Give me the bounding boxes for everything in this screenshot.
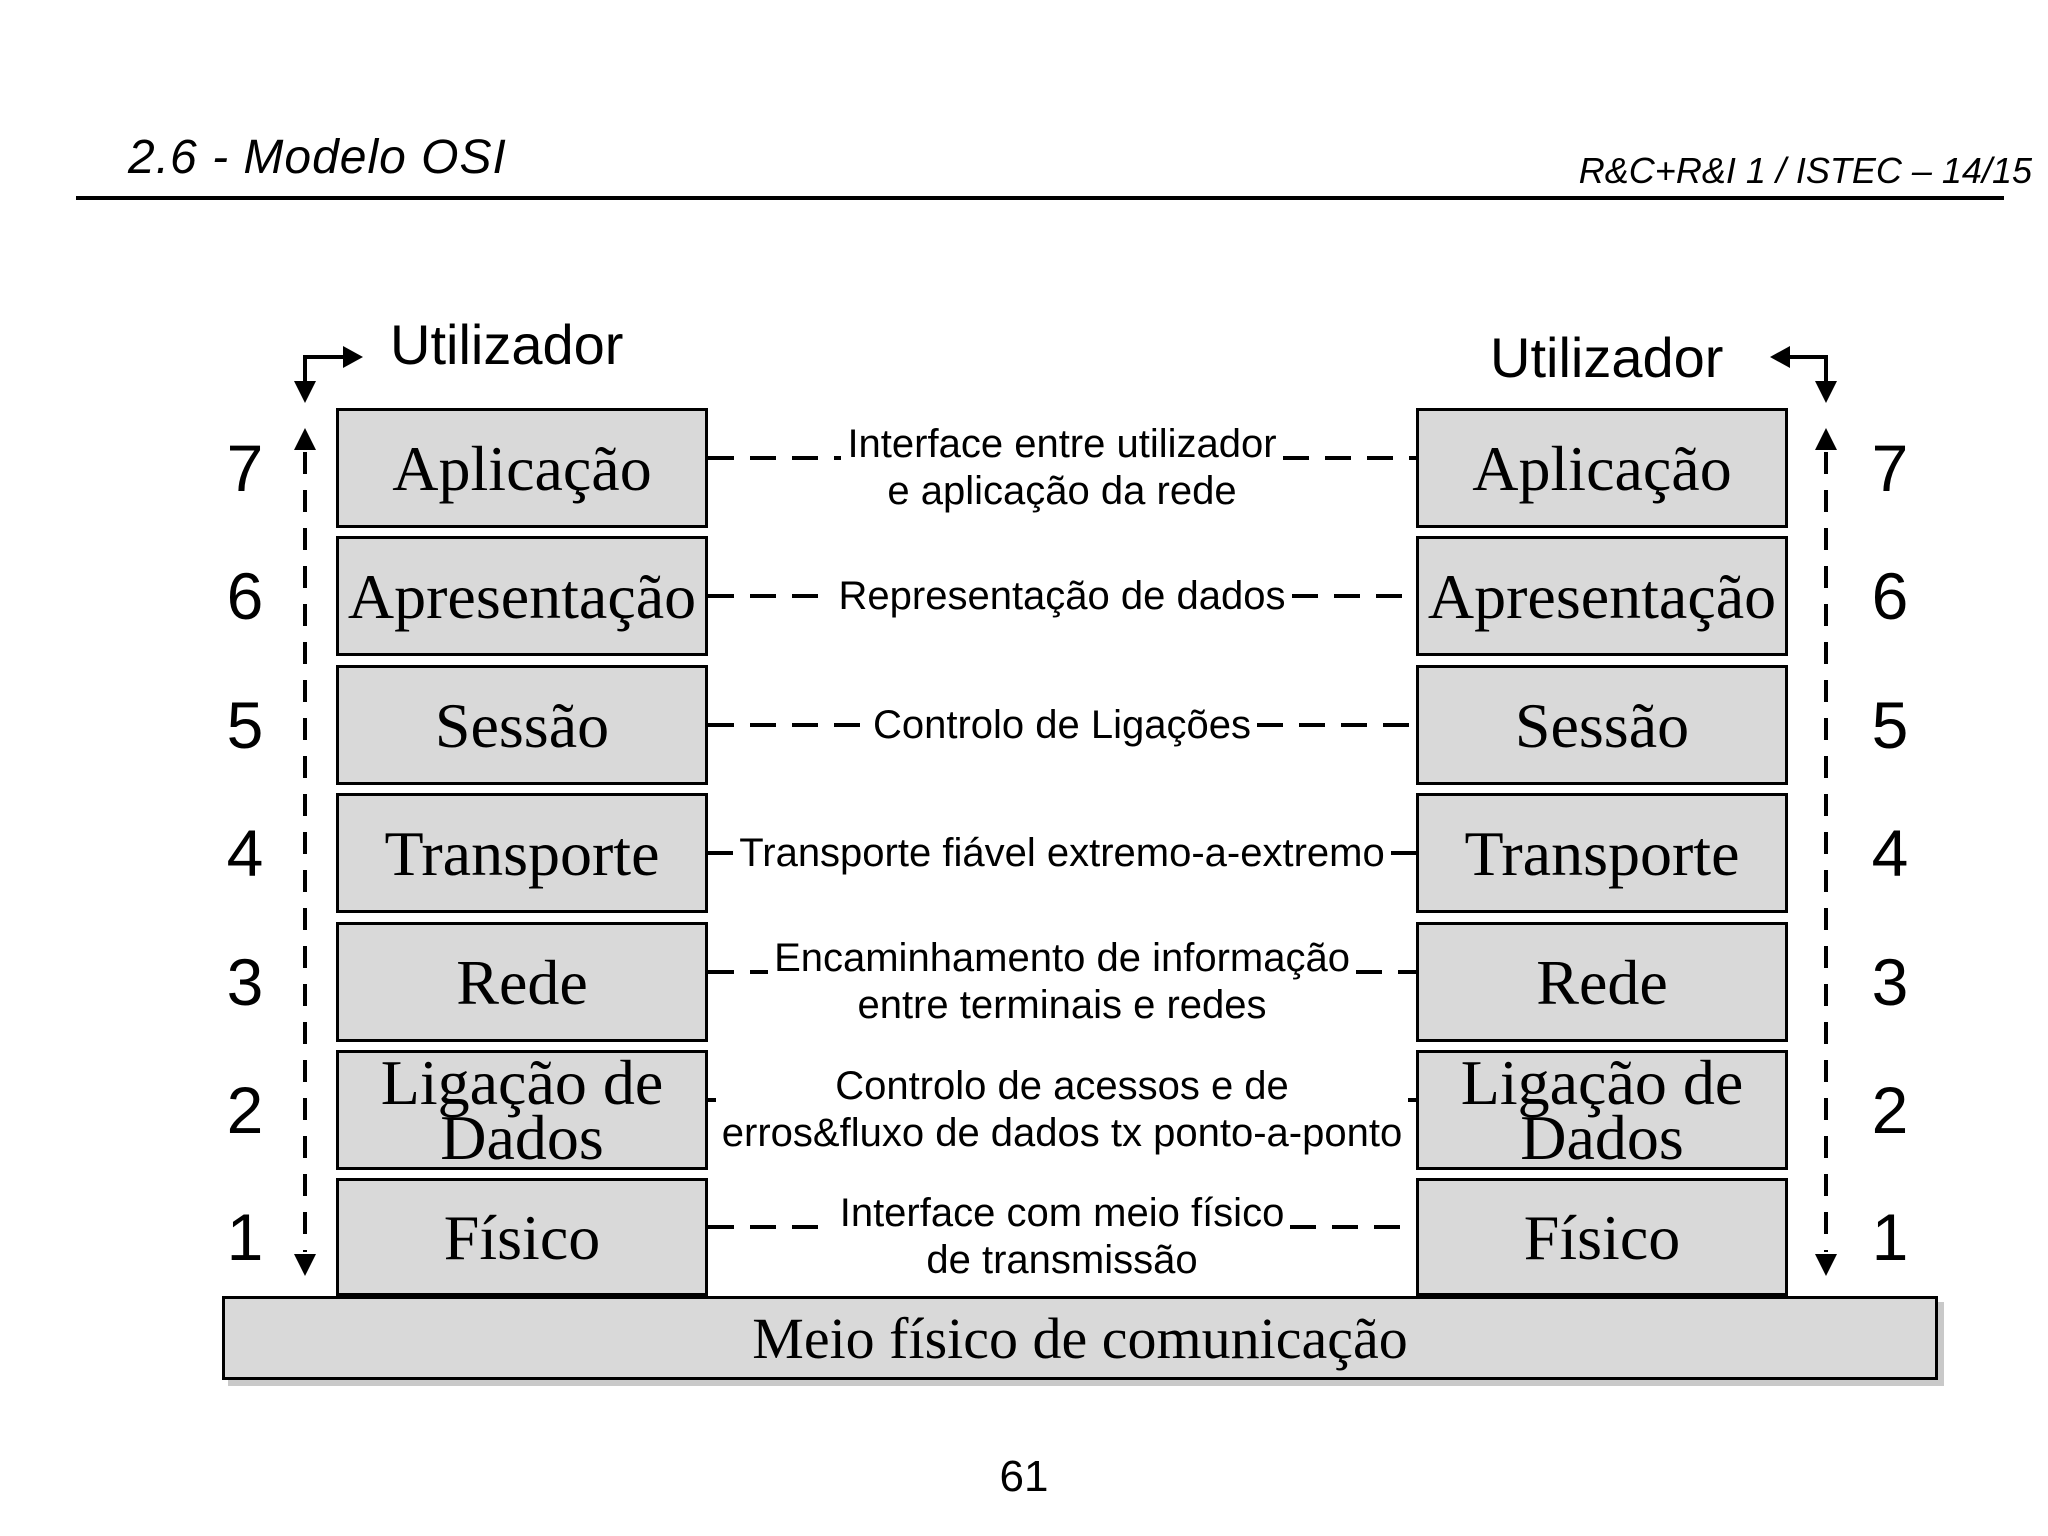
layer-3-number-right: 3 — [1871, 945, 1909, 1019]
right-elbow-stem — [1824, 355, 1828, 381]
layer-4-box-right: Transporte — [1416, 793, 1788, 913]
layer-4-description: Transporte fiável extremo-a-extremo — [739, 830, 1385, 875]
dashed-connector — [708, 1225, 834, 1229]
layer-1-box-left: Físico — [336, 1178, 708, 1296]
left-elbow-stem — [303, 355, 307, 381]
right-span-dashed-line — [1824, 452, 1828, 1252]
layer-6-number-right: 6 — [1871, 559, 1909, 633]
layer-5-number-right: 5 — [1871, 688, 1909, 762]
right-span-arrowhead-up — [1815, 428, 1837, 450]
right-elbow-arrowhead-left — [1770, 346, 1790, 368]
user-label-left: Utilizador — [390, 313, 624, 376]
dashed-connector — [708, 723, 867, 727]
layer-6-number-left: 6 — [226, 559, 264, 633]
layer-7-number-right: 7 — [1871, 431, 1909, 505]
layer-7-box-left: Aplicação — [336, 408, 708, 528]
dashed-connector — [708, 594, 833, 598]
layer-3-description: Encaminhamento de informação entre termi… — [774, 936, 1350, 1027]
left-span-arrowhead-up — [294, 428, 316, 450]
left-elbow-arrowhead-right — [343, 346, 363, 368]
layer-7-number-left: 7 — [226, 431, 264, 505]
layer-6-box-left: Apresentação — [336, 536, 708, 656]
layer-3-number-left: 3 — [226, 945, 264, 1019]
slide-title: 2.6 - Modelo OSI — [128, 131, 507, 184]
dashed-connector — [1290, 1225, 1417, 1229]
layer-5-box-left: Sessão — [336, 665, 708, 785]
layer-1-number-left: 1 — [226, 1200, 264, 1274]
left-span-arrowhead-down — [294, 1254, 316, 1276]
header-divider — [76, 196, 2004, 200]
layer-1-box-right: Físico — [1416, 1178, 1788, 1296]
dashed-connector — [1390, 851, 1417, 855]
right-span-arrowhead-down — [1815, 1254, 1837, 1276]
left-elbow-arrowhead-down — [294, 381, 316, 403]
layer-2-annotation: Controlo de acessos e de erros&fluxo de … — [708, 1050, 1416, 1170]
dashed-connector — [1282, 456, 1416, 460]
layer-7-annotation: Interface entre utilizador e aplicação d… — [708, 408, 1416, 528]
left-span-dashed-line — [303, 452, 307, 1252]
layer-2-box-left: Ligação de Dados — [336, 1050, 708, 1170]
dashed-connector — [708, 851, 734, 855]
dashed-connector — [708, 1098, 716, 1102]
left-elbow-arrow — [305, 355, 343, 359]
layer-7-description: Interface entre utilizador e aplicação d… — [847, 422, 1277, 513]
layer-5-box-right: Sessão — [1416, 665, 1788, 785]
layer-4-number-right: 4 — [1871, 816, 1909, 890]
layer-3-box-right: Rede — [1416, 922, 1788, 1042]
layer-5-description: Controlo de Ligações — [872, 702, 1252, 747]
layer-6-description: Representação de dados — [838, 573, 1286, 618]
layer-1-annotation: Interface com meio físico de transmissão — [708, 1178, 1417, 1296]
layer-4-box-left: Transporte — [336, 793, 708, 913]
layer-2-number-left: 2 — [226, 1073, 264, 1147]
page-number: 61 — [999, 1452, 1049, 1501]
layer-4-number-left: 4 — [226, 816, 264, 890]
dashed-connector — [708, 970, 769, 974]
layer-1-description: Interface com meio físico de transmissão — [839, 1191, 1285, 1282]
right-elbow-arrow — [1790, 355, 1828, 359]
layer-1-number-right: 1 — [1871, 1200, 1909, 1274]
layer-3-annotation: Encaminhamento de informação entre termi… — [708, 922, 1417, 1042]
layer-2-number-right: 2 — [1871, 1073, 1909, 1147]
right-elbow-arrowhead-down — [1815, 381, 1837, 403]
physical-medium-bar: Meio físico de comunicação — [222, 1296, 1938, 1380]
layer-5-annotation: Controlo de Ligações — [708, 665, 1416, 785]
course-reference: R&C+R&I 1 / ISTEC – 14/15 — [1578, 150, 2032, 191]
layer-7-box-right: Aplicação — [1416, 408, 1788, 528]
dashed-connector — [708, 456, 842, 460]
layer-4-annotation: Transporte fiável extremo-a-extremo — [708, 793, 1417, 913]
dashed-connector — [1291, 594, 1416, 598]
layer-2-box-right: Ligação de Dados — [1416, 1050, 1788, 1170]
dashed-connector — [1355, 970, 1417, 974]
user-label-right: Utilizador — [1490, 326, 1724, 389]
layer-5-number-left: 5 — [226, 688, 264, 762]
dashed-connector — [1257, 723, 1416, 727]
dashed-connector — [1408, 1098, 1416, 1102]
layer-6-box-right: Apresentação — [1416, 536, 1788, 656]
layer-6-annotation: Representação de dados — [708, 536, 1416, 656]
layer-3-box-left: Rede — [336, 922, 708, 1042]
layer-2-description: Controlo de acessos e de erros&fluxo de … — [721, 1064, 1403, 1155]
